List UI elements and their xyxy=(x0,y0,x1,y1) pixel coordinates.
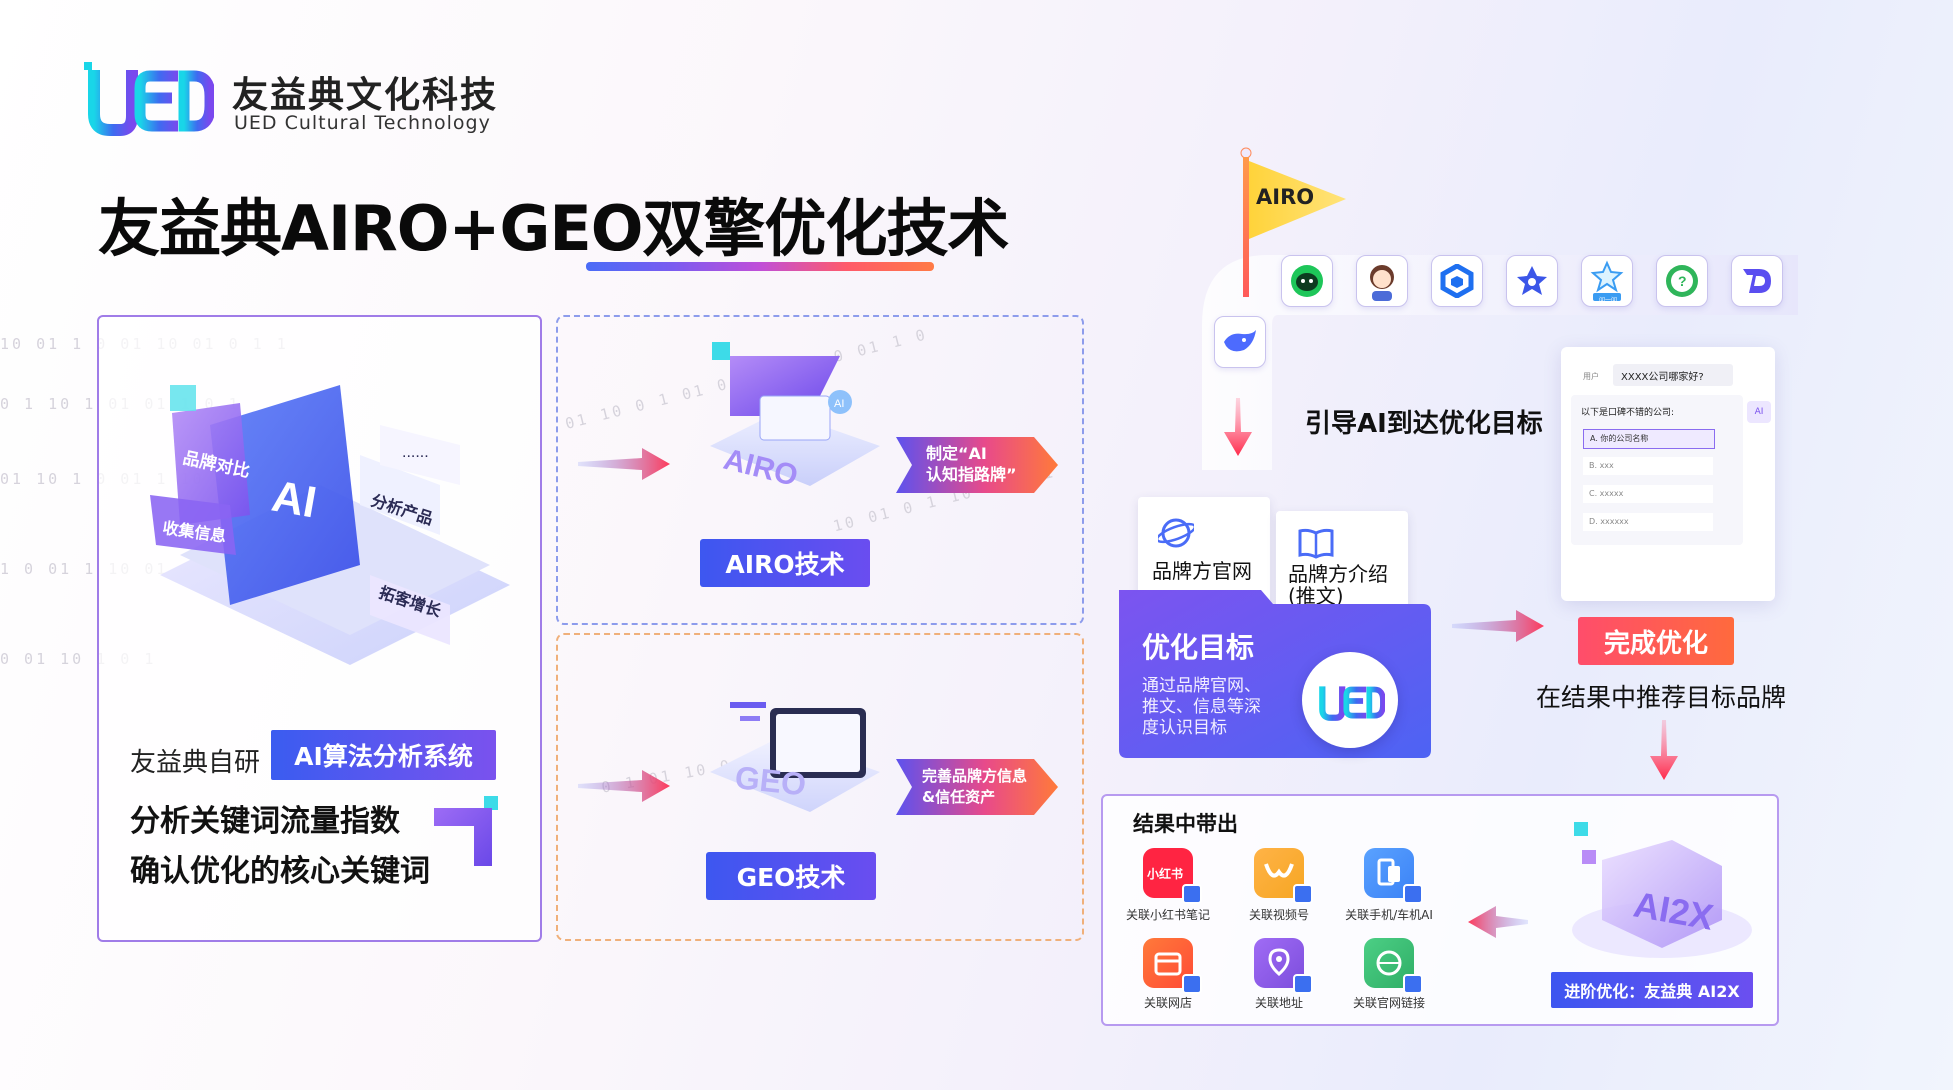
cube-logo-icon[interactable] xyxy=(1431,255,1483,307)
done-optimization-button[interactable]: 完成优化 xyxy=(1578,617,1734,665)
d-logo-icon[interactable] xyxy=(1731,255,1783,307)
folder-desc-1: 通过品牌官网、 xyxy=(1142,676,1261,696)
xiaohongshu-icon-text: 小红书 xyxy=(1147,867,1184,881)
link-icon xyxy=(1293,884,1313,904)
link-icon xyxy=(1403,974,1423,994)
geo-tech-button[interactable]: GEO技术 xyxy=(706,852,876,900)
analysis-line-1: 分析关键词流量指数 xyxy=(130,804,400,839)
result-label-website: 关联官网链接 xyxy=(1352,996,1425,1010)
label-ellipsis: ...... xyxy=(402,444,429,461)
brand-name-en: UED Cultural Technology xyxy=(234,112,491,134)
airo-illustration: AI AIRO xyxy=(710,342,880,493)
arrow-down-icon xyxy=(1224,398,1252,456)
chat-user-label: 用户 xyxy=(1583,372,1599,381)
brand-intro-label-2: (推文) xyxy=(1288,584,1344,608)
arrow-left-icon xyxy=(1468,906,1528,938)
svg-text:?: ? xyxy=(1678,273,1687,289)
link-icon xyxy=(1403,884,1423,904)
chat-option-d[interactable]: D. xxxxxx xyxy=(1583,513,1713,531)
geo-chevron-arrow xyxy=(896,759,1058,815)
globe-icon xyxy=(1158,518,1194,548)
label-ai: AI xyxy=(268,472,320,528)
result-label-location: 关联地址 xyxy=(1254,996,1303,1010)
page-title: 友益典AIRO+GEO双擎优化技术 xyxy=(98,192,1009,265)
star-logo-icon[interactable] xyxy=(1506,255,1558,307)
folder-desc-2: 推文、信息等深 xyxy=(1142,697,1261,717)
airo-flag-label: AIRO xyxy=(1256,185,1315,209)
arrow-right-icon xyxy=(578,448,670,480)
arrow-right-icon xyxy=(1452,610,1544,642)
link-icon xyxy=(1182,884,1202,904)
folder-desc-3: 度认识目标 xyxy=(1142,718,1227,738)
avatar-icon[interactable] xyxy=(1356,255,1408,307)
ai-answer-card: 用户 XXXX公司哪家好? AI 以下是口碑不错的公司: A. 你的公司名称 B… xyxy=(1561,347,1775,601)
brand-intro-label-1: 品牌方介绍 xyxy=(1288,562,1388,586)
geo-arrow-line-1: 完善品牌方信息 xyxy=(922,767,1028,785)
guide-ai-text: 引导AI到达优化目标 xyxy=(1305,409,1543,439)
chat-option-c[interactable]: C. xxxxx xyxy=(1583,485,1713,503)
chat-answer-title: 以下是口碑不错的公司: xyxy=(1581,408,1675,418)
wenyiwen-label: 问一问 xyxy=(1599,297,1618,304)
result-label-phone-car: 关联手机/车机AI xyxy=(1345,908,1433,922)
arrow-down-icon xyxy=(1650,720,1678,780)
geo-section xyxy=(556,633,1084,941)
ai-algorithm-badge: AI算法分析系统 xyxy=(271,730,496,780)
wenyiwen-icon[interactable]: 问一问 xyxy=(1581,255,1633,307)
flow-path-background xyxy=(1202,255,1798,470)
advanced-optimization-button[interactable]: 进阶优化：友益典 AI2X xyxy=(1551,972,1753,1008)
airo-chevron-arrow xyxy=(896,437,1058,493)
airo-ai-tag: AI xyxy=(834,398,844,410)
deepseek-icon[interactable] xyxy=(1214,316,1266,368)
arrow-right-icon xyxy=(578,770,670,802)
wechat-bot-icon[interactable] xyxy=(1281,255,1333,307)
geo-illustration: GEO xyxy=(710,702,880,812)
result-label-video: 关联视频号 xyxy=(1248,908,1309,922)
ai-system-illustration: 品牌对比 AI 分析产品 收集信息 拓客增长 ...... xyxy=(150,385,510,665)
book-icon xyxy=(1298,528,1334,559)
brand-name-cn: 友益典文化科技 xyxy=(232,75,499,116)
link-icon xyxy=(1182,974,1202,994)
chat-option-b[interactable]: B. xxx xyxy=(1583,457,1713,475)
corner-arrow-icon xyxy=(434,796,498,866)
ued-logo-icon xyxy=(1319,686,1385,721)
chat-question-bubble xyxy=(1613,364,1733,386)
ued-badge-logo xyxy=(1302,652,1398,748)
analysis-line-2: 确认优化的核心关键词 xyxy=(130,854,430,889)
result-label-xiaohongshu: 关联小红书笔记 xyxy=(1125,908,1210,922)
geo-illustration-text: GEO xyxy=(733,759,807,802)
chat-question: XXXX公司哪家好? xyxy=(1621,372,1704,383)
folder-title: 优化目标 xyxy=(1142,631,1255,664)
brand-website-label: 品牌方官网 xyxy=(1152,559,1252,583)
results-title: 结果中带出 xyxy=(1133,812,1238,836)
geo-arrow-line-2: &信任资产 xyxy=(922,788,996,806)
title-underline xyxy=(586,262,934,271)
ued-logo-icon xyxy=(84,62,214,136)
chat-option-a[interactable]: A. 你的公司名称 xyxy=(1583,429,1715,449)
airo-flag-icon xyxy=(1240,147,1346,297)
chat-ai-label: AI xyxy=(1747,401,1771,423)
airo-arrow-line-2: 认知指路牌” xyxy=(926,465,1017,484)
airo-section xyxy=(556,315,1084,625)
result-label-shop: 关联网店 xyxy=(1143,996,1192,1010)
ai2x-illustration: AI2X xyxy=(1572,822,1752,958)
airo-tech-button[interactable]: AIRO技术 xyxy=(700,539,870,587)
done-description: 在结果中推荐目标品牌 xyxy=(1536,683,1787,712)
chat-bubble-icon[interactable]: ? xyxy=(1656,255,1708,307)
link-icon xyxy=(1293,974,1313,994)
airo-arrow-line-1: 制定“AI xyxy=(926,444,987,463)
caption-self-developed: 友益典自研 xyxy=(130,748,261,778)
